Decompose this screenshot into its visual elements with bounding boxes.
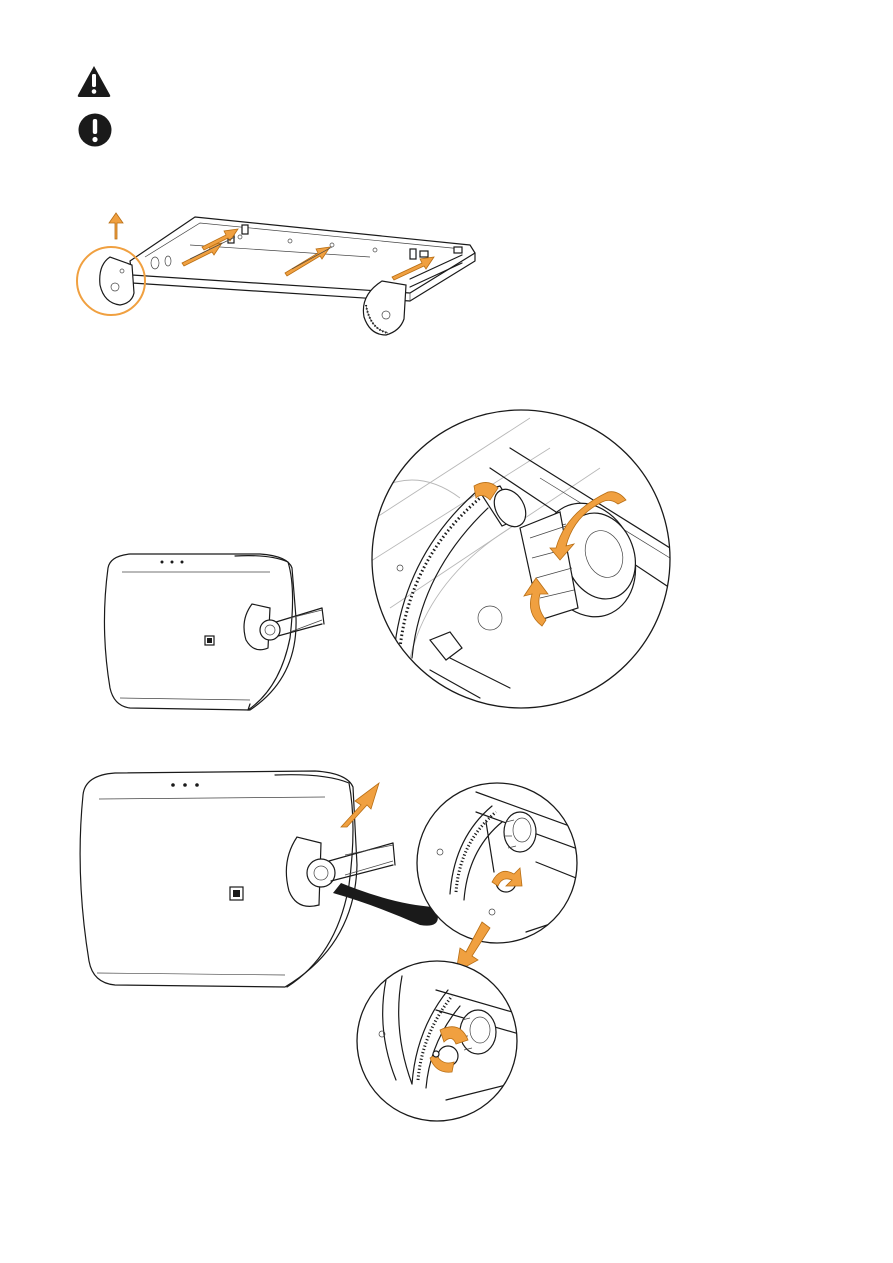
knob-rotation-detail — [370, 408, 672, 710]
speaker-with-bracket — [100, 548, 330, 718]
arrow-right-icon — [392, 257, 434, 280]
locked-pin-detail — [356, 960, 518, 1122]
arrow-down-left-icon — [341, 783, 379, 827]
arrow-right-icon — [285, 247, 330, 276]
exclamation-circle-icon — [78, 113, 112, 147]
arrow-up-icon — [109, 213, 123, 239]
bracket-assembly — [70, 205, 490, 355]
locking-pin-detail — [416, 782, 578, 944]
warning-triangle-icon — [76, 64, 112, 98]
